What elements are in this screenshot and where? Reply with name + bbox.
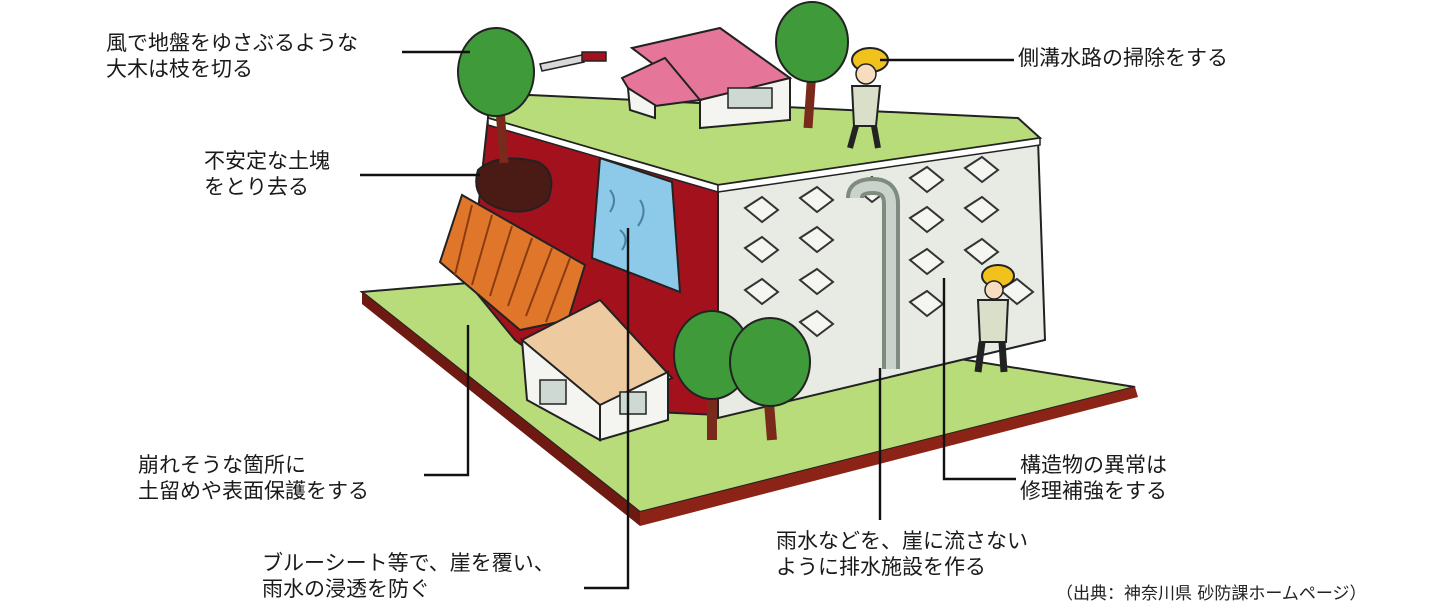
label-remove-soil-line2: をとり去る bbox=[204, 175, 309, 199]
worker-bottom bbox=[974, 264, 1015, 373]
label-blue-sheet-line1: ブルーシート等で、崖を覆い、 bbox=[262, 551, 555, 575]
leader-lines bbox=[360, 50, 1016, 590]
retaining-structure bbox=[438, 193, 587, 332]
label-retaining-line1: 崩れそうな箇所に bbox=[138, 453, 306, 477]
plateau-top bbox=[487, 93, 1043, 193]
source-caption: （出典：神奈川県 砂防課ホームページ） bbox=[1056, 584, 1367, 604]
tree-top-right bbox=[775, 1, 849, 129]
label-retaining: 崩れそうな箇所に 土留めや表面保護をする bbox=[138, 452, 369, 504]
label-prune-trees: 風で地盤をゆさぶるような 大木は枝を切る bbox=[106, 30, 358, 82]
label-remove-soil-line1: 不安定な土塊 bbox=[204, 149, 330, 173]
tree-bottom-right bbox=[729, 317, 811, 441]
label-clean-drain: 側溝水路の掃除をする bbox=[1018, 45, 1228, 71]
soil-clump bbox=[475, 157, 553, 213]
upper-house bbox=[620, 26, 793, 130]
label-repair-structure: 構造物の異常は 修理補強をする bbox=[1020, 452, 1167, 504]
lower-house bbox=[520, 298, 674, 442]
drain-pipe bbox=[846, 176, 900, 369]
label-drainage: 雨水などを、崖に流さない ように排水施設を作る bbox=[776, 528, 1028, 580]
worker-top bbox=[847, 47, 889, 149]
label-drainage-line2: ように排水施設を作る bbox=[776, 555, 986, 579]
label-blue-sheet: ブルーシート等で、崖を覆い、 雨水の浸透を防ぐ bbox=[262, 550, 555, 602]
label-drainage-line1: 雨水などを、崖に流さない bbox=[776, 529, 1028, 553]
label-prune-trees-line2: 大木は枝を切る bbox=[106, 57, 253, 81]
label-prune-trees-line1: 風で地盤をゆさぶるような bbox=[106, 31, 358, 55]
label-retaining-line2: 土留めや表面保護をする bbox=[138, 479, 369, 503]
label-blue-sheet-line2: 雨水の浸透を防ぐ bbox=[262, 577, 430, 601]
blue-sheet bbox=[590, 156, 682, 294]
tree-top-left bbox=[457, 27, 535, 164]
tree-bottom-left bbox=[673, 310, 751, 440]
label-repair-structure-line2: 修理補強をする bbox=[1020, 479, 1167, 503]
label-clean-drain-line1: 側溝水路の掃除をする bbox=[1018, 46, 1228, 70]
saw-icon bbox=[539, 51, 607, 72]
label-remove-soil: 不安定な土塊 をとり去る bbox=[204, 148, 330, 200]
source-caption-text: （出典：神奈川県 砂防課ホームページ） bbox=[1056, 584, 1367, 604]
label-repair-structure-line1: 構造物の異常は bbox=[1020, 453, 1167, 477]
